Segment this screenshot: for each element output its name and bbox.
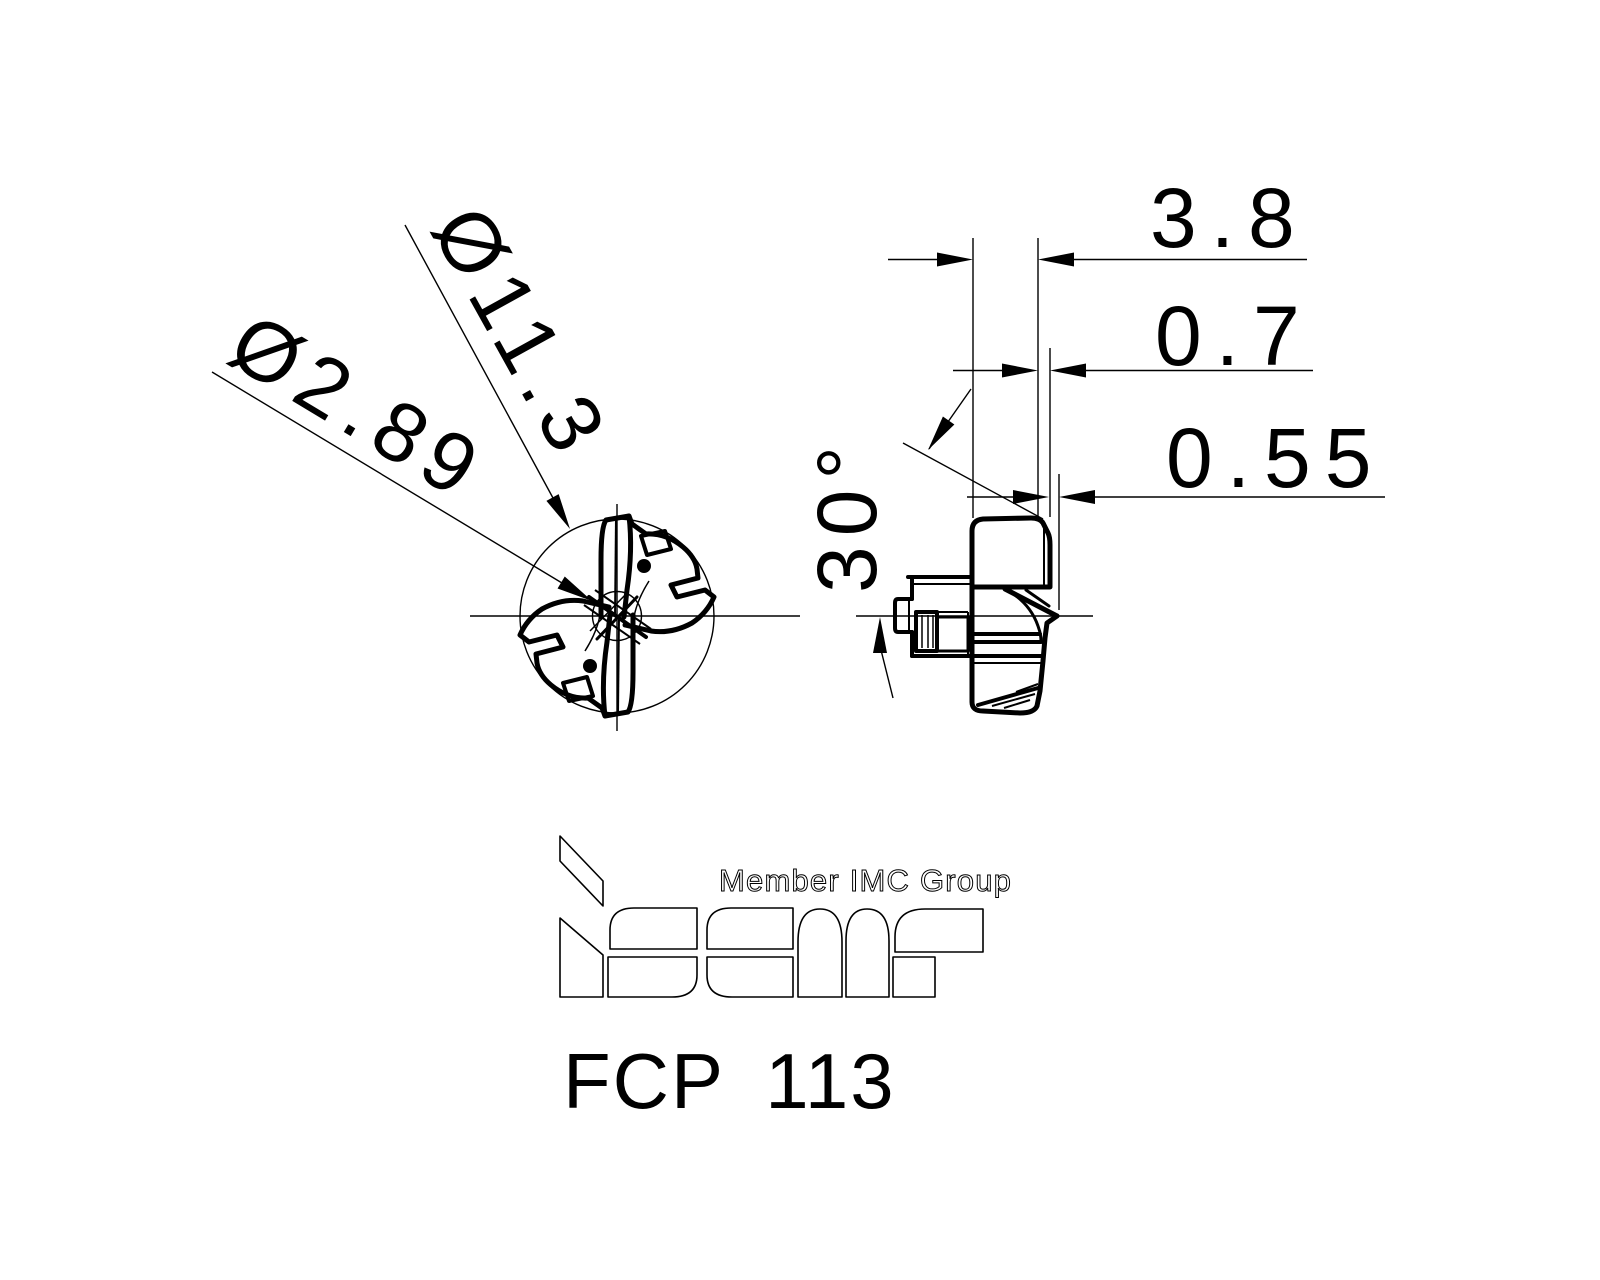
- arrowhead: [546, 494, 577, 533]
- bottom-hatch: [1003, 699, 1031, 709]
- arrowhead: [873, 617, 887, 653]
- shank: [893, 575, 974, 658]
- bottom-edge-line: [976, 686, 1040, 707]
- logo-letter-s-bottom: [607, 956, 698, 998]
- logo-letter-i-bottom: [559, 917, 604, 998]
- logo-letter-c-top: [706, 907, 794, 950]
- arrowhead: [1013, 490, 1049, 504]
- dim-step-width-label: 0.7: [1155, 289, 1314, 383]
- flute-half: [598, 513, 717, 635]
- dim-overall-width: 3.8: [888, 171, 1309, 267]
- arrowhead: [937, 252, 973, 267]
- coolant-hole-dot: [637, 559, 651, 573]
- dim-overall-width-label: 3.8: [1150, 171, 1309, 265]
- head-outline: [969, 515, 1053, 589]
- linear-dimensions: 3.8 0.7 0.55 30°: [800, 171, 1386, 699]
- arrowhead: [1038, 252, 1074, 267]
- socket-block: [935, 615, 970, 653]
- angle-leader: [880, 649, 894, 699]
- leader-line: [211, 371, 563, 584]
- dim-point-angle-label: 30°: [800, 436, 894, 593]
- dim-step-width: 0.7: [953, 289, 1314, 383]
- dim-tip-offset: 0.55: [967, 411, 1386, 505]
- logo-letter-c-bottom: [706, 956, 794, 998]
- blade-cap-edge: [626, 513, 649, 537]
- dim-core-diameter-label: Ø2.89: [215, 295, 502, 519]
- body-outline: [969, 584, 1060, 716]
- leader-line: [404, 224, 554, 499]
- dim-tip-offset-label: 0.55: [1166, 411, 1386, 505]
- wing-outline: [622, 531, 717, 635]
- member-imc-group-text: Member IMC Group: [719, 863, 1012, 898]
- logo-letter-i-top: [559, 835, 604, 907]
- logo-letter-a: [797, 908, 843, 998]
- flute-curve: [1005, 588, 1043, 643]
- chisel-cross-line: [595, 595, 639, 641]
- blade-inner-line: [614, 517, 617, 618]
- chisel-edge-band: [583, 589, 652, 645]
- logo-letter-s-top: [609, 907, 698, 950]
- chisel-cross-line: [589, 591, 629, 632]
- nub-outline: [893, 597, 914, 634]
- side-view: [856, 515, 1093, 716]
- logo-letter-r-flag: [894, 908, 984, 953]
- chisel-line: [594, 589, 652, 630]
- arrowhead: [1002, 363, 1038, 378]
- arrowhead: [1059, 490, 1095, 504]
- dim-point-angle: 30°: [800, 388, 1044, 699]
- front-view: Ø11.3 Ø2.89: [211, 191, 800, 731]
- bottom-hatch: [1015, 683, 1039, 693]
- arrowhead: [1050, 363, 1086, 378]
- arrowhead: [922, 416, 955, 455]
- bottom-hatch: [991, 693, 1036, 707]
- iscar-logo: Member IMC Group: [559, 835, 1012, 998]
- wing-notch: [639, 529, 673, 557]
- angle-reference-line: [902, 442, 1044, 520]
- logo-letter-r-stem: [845, 908, 890, 998]
- socket-outline: [914, 610, 939, 653]
- part-number-label: FCP 113: [563, 1037, 896, 1125]
- point-edge-inner: [1024, 588, 1051, 608]
- logo-letter-r-foot: [892, 956, 936, 998]
